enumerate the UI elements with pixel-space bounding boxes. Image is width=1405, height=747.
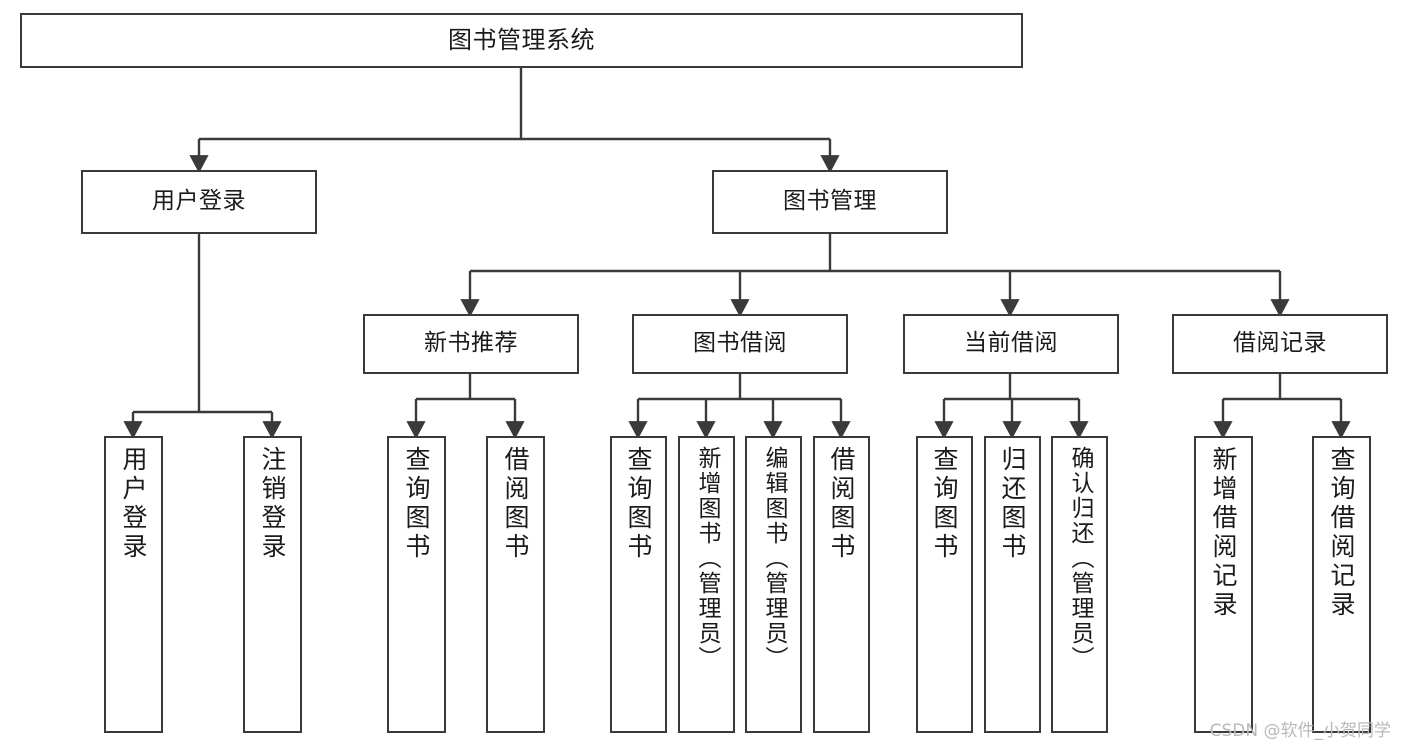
node-user-login-label: 用户登录 [152, 188, 246, 215]
watermark-text: CSDN @软件_小贺同学 [1209, 721, 1391, 741]
leaf-node-label: 借阅图书 [827, 446, 856, 562]
leaf-node-label: 新增借阅记录 [1209, 446, 1238, 620]
leaf-node-label: 借阅图书 [501, 446, 530, 562]
leaf-node[interactable]: 编辑图书（管理员） [745, 436, 802, 733]
leaf-node[interactable]: 用户登录 [104, 436, 163, 733]
leaf-node[interactable]: 确认归还（管理员） [1051, 436, 1108, 733]
leaf-node-label: 注销登录 [258, 446, 287, 562]
leaf-node-label: 归还图书 [998, 446, 1027, 562]
leaf-node[interactable]: 新增图书（管理员） [678, 436, 735, 733]
leaf-node-label: 查询图书 [402, 446, 431, 562]
leaf-node[interactable]: 查询借阅记录 [1312, 436, 1371, 733]
node-new-book-recommend-label: 新书推荐 [424, 330, 518, 357]
node-book-borrow[interactable]: 图书借阅 [632, 314, 848, 374]
leaf-node[interactable]: 归还图书 [984, 436, 1041, 733]
leaf-node-label: 查询图书 [624, 446, 653, 562]
node-borrow-record[interactable]: 借阅记录 [1172, 314, 1388, 374]
leaf-node[interactable]: 查询图书 [387, 436, 446, 733]
leaf-node-label: 新增图书（管理员） [694, 446, 720, 671]
leaf-node[interactable]: 借阅图书 [813, 436, 870, 733]
leaf-node-label: 用户登录 [119, 446, 148, 562]
leaf-node[interactable]: 查询图书 [916, 436, 973, 733]
node-book-management-label: 图书管理 [783, 188, 877, 215]
leaf-node[interactable]: 新增借阅记录 [1194, 436, 1253, 733]
node-new-book-recommend[interactable]: 新书推荐 [363, 314, 579, 374]
node-root-system[interactable]: 图书管理系统 [20, 13, 1023, 68]
leaf-node[interactable]: 借阅图书 [486, 436, 545, 733]
node-book-management[interactable]: 图书管理 [712, 170, 948, 234]
leaf-node[interactable]: 注销登录 [243, 436, 302, 733]
node-user-login[interactable]: 用户登录 [81, 170, 317, 234]
leaf-node-label: 编辑图书（管理员） [761, 446, 787, 671]
leaf-node-label: 确认归还（管理员） [1067, 446, 1093, 671]
leaf-node-label: 查询图书 [930, 446, 959, 562]
leaf-node[interactable]: 查询图书 [610, 436, 667, 733]
node-book-borrow-label: 图书借阅 [693, 330, 787, 357]
node-current-borrow[interactable]: 当前借阅 [903, 314, 1119, 374]
node-current-borrow-label: 当前借阅 [964, 330, 1058, 357]
leaf-node-label: 查询借阅记录 [1327, 446, 1356, 620]
node-root-label: 图书管理系统 [448, 26, 595, 55]
node-borrow-record-label: 借阅记录 [1233, 330, 1327, 357]
